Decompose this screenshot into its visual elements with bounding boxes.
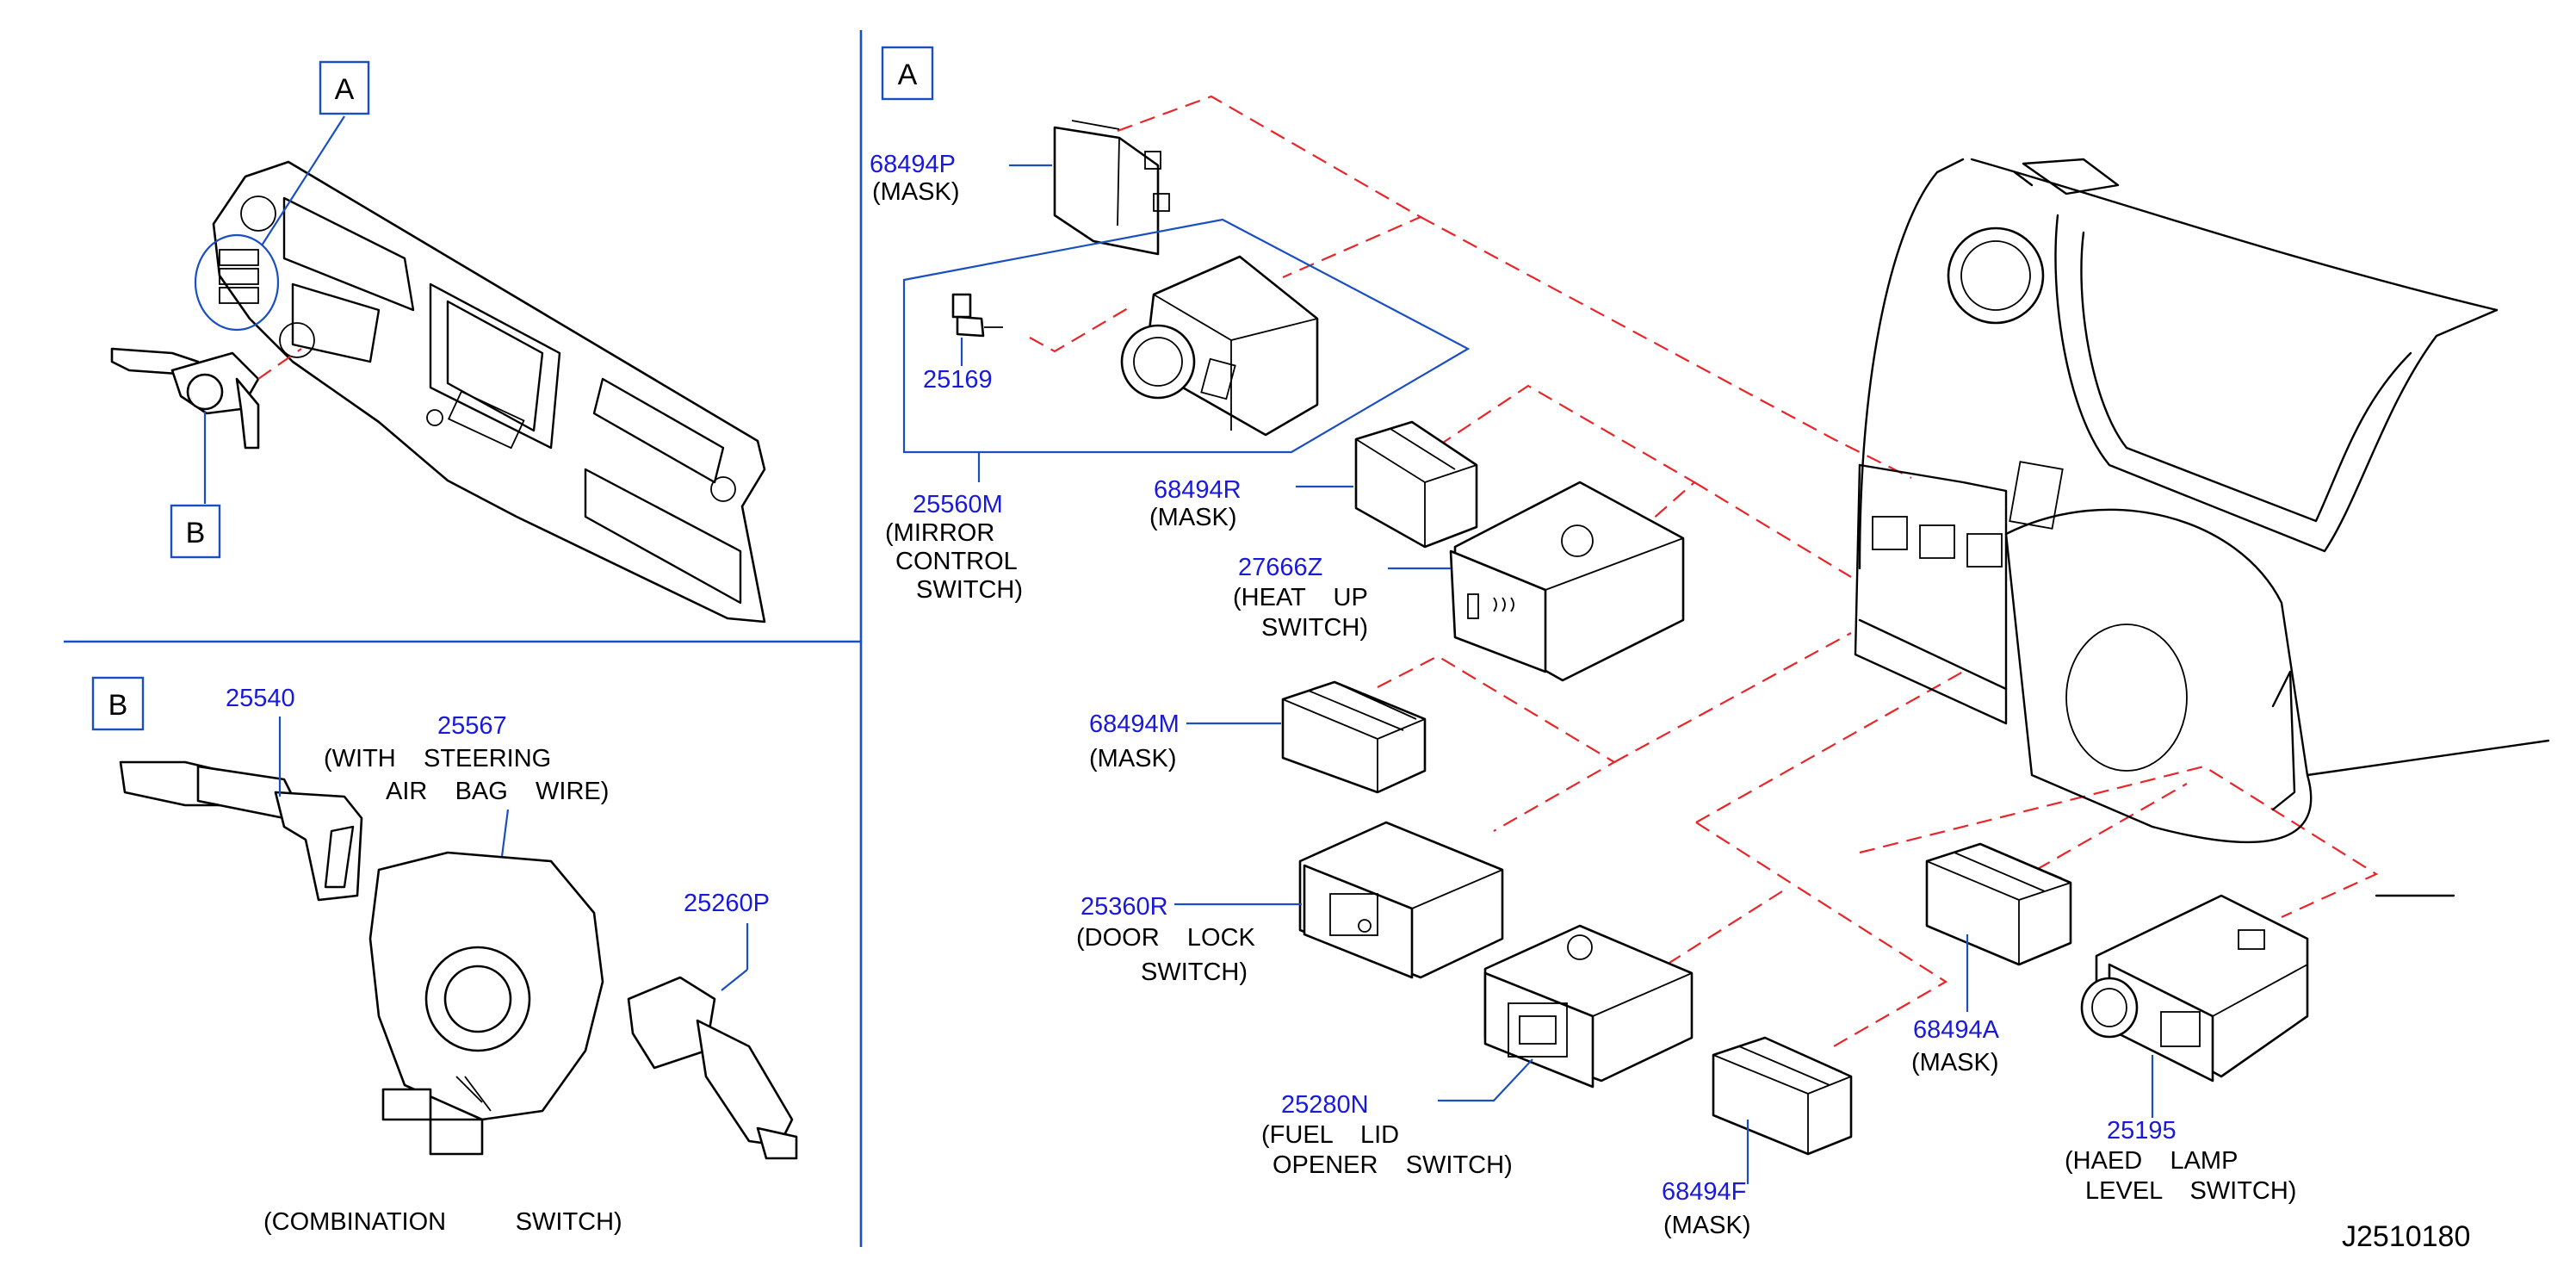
part-25567-drawing bbox=[368, 851, 604, 1156]
overview-combination-switch-drawing bbox=[110, 347, 260, 450]
section-b-label: B bbox=[108, 689, 128, 722]
part-25169-number: 25169 bbox=[923, 366, 993, 394]
part-25195-desc-2: LEVEL SWITCH) bbox=[2085, 1177, 2296, 1205]
part-25260p-number: 25260P bbox=[684, 890, 770, 917]
overview-label-box-a bbox=[319, 60, 370, 115]
part-68494r-desc: (MASK) bbox=[1149, 504, 1237, 531]
part-25560m-number: 25560M bbox=[913, 491, 1003, 518]
part-68494m-number: 68494M bbox=[1089, 710, 1180, 738]
part-68494f-desc: (MASK) bbox=[1663, 1212, 1751, 1239]
part-25567-desc-2: AIR BAG WIRE) bbox=[386, 778, 609, 805]
part-68494a-drawing bbox=[1925, 842, 2072, 966]
part-25360r-desc-2: SWITCH) bbox=[1141, 958, 1248, 986]
part-25567-number: 25567 bbox=[437, 712, 507, 740]
overview-dashboard-drawing bbox=[212, 160, 766, 623]
part-25260p-drawing bbox=[627, 976, 798, 1160]
overview-label-a: A bbox=[335, 73, 355, 106]
part-68494p-desc: (MASK) bbox=[872, 178, 960, 206]
section-b-caption: (COMBINATION SWITCH) bbox=[263, 1208, 622, 1236]
part-27666z-drawing bbox=[1449, 481, 1685, 682]
part-68494m-desc: (MASK) bbox=[1089, 745, 1177, 772]
part-25195-number: 25195 bbox=[2107, 1117, 2177, 1145]
part-25560m-desc-2: CONTROL bbox=[895, 548, 1018, 575]
dashed-guide-lines bbox=[1029, 95, 2379, 1047]
part-25280n-number: 25280N bbox=[1281, 1091, 1369, 1119]
section-b-label-box bbox=[91, 676, 145, 731]
part-25195-desc-1: (HAED LAMP bbox=[2065, 1147, 2238, 1175]
part-25560m-desc-1: (MIRROR bbox=[885, 519, 994, 547]
part-25540-number: 25540 bbox=[226, 685, 295, 712]
part-25560m-desc-3: SWITCH) bbox=[916, 576, 1023, 604]
part-25360r-drawing bbox=[1298, 821, 1504, 979]
part-25360r-desc-1: (DOOR LOCK bbox=[1076, 924, 1256, 952]
part-27666z-desc-2: SWITCH) bbox=[1261, 614, 1368, 642]
part-68494p-number: 68494P bbox=[870, 151, 956, 178]
part-25169-drawing bbox=[951, 293, 1003, 338]
part-68494a-desc: (MASK) bbox=[1911, 1049, 1999, 1076]
part-27666z-number: 27666Z bbox=[1238, 554, 1322, 581]
part-68494f-drawing bbox=[1712, 1036, 1853, 1156]
part-25195-drawing bbox=[2080, 894, 2309, 1083]
part-25280n-desc-2: OPENER SWITCH) bbox=[1273, 1151, 1513, 1179]
part-25280n-drawing bbox=[1483, 924, 1694, 1089]
part-68494m-drawing bbox=[1281, 680, 1427, 794]
part-68494f-number: 68494F bbox=[1662, 1178, 1746, 1206]
part-25280n-desc-1: (FUEL LID bbox=[1261, 1121, 1399, 1149]
part-25560m-drawing bbox=[1120, 255, 1319, 437]
overview-circle-a bbox=[194, 233, 280, 332]
diagram-code: J2510180 bbox=[2342, 1220, 2470, 1253]
part-68494r-drawing bbox=[1354, 420, 1478, 549]
overview-label-b: B bbox=[186, 517, 206, 549]
part-68494p-drawing bbox=[1053, 120, 1170, 256]
dashboard-closeup-drawing bbox=[1854, 158, 2550, 897]
overview-label-box-b bbox=[170, 504, 221, 559]
section-a-label: A bbox=[898, 59, 918, 91]
part-25540-drawing bbox=[119, 760, 363, 902]
part-25567-desc-1: (WITH STEERING bbox=[324, 745, 551, 772]
part-68494r-number: 68494R bbox=[1154, 476, 1242, 504]
part-25360r-number: 25360R bbox=[1081, 893, 1168, 921]
section-a-label-box bbox=[881, 46, 934, 101]
part-27666z-desc-1: (HEAT UP bbox=[1233, 584, 1368, 611]
part-25560m-group-box bbox=[902, 218, 1471, 454]
part-68494a-number: 68494A bbox=[1913, 1016, 2000, 1044]
